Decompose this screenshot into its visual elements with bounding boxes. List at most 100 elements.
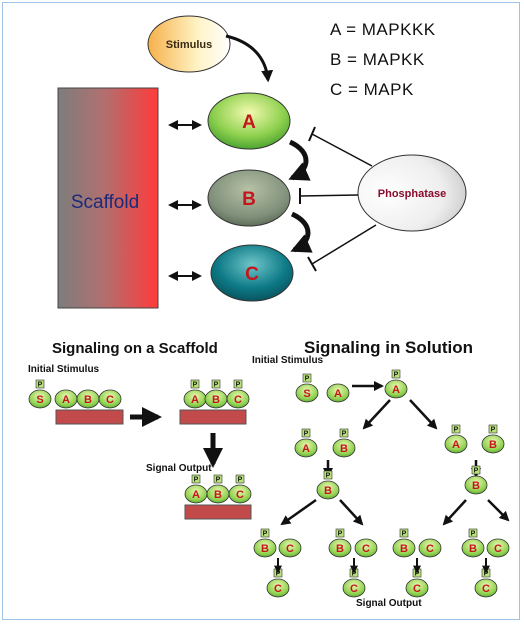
solution-c3-output xyxy=(405,578,429,598)
solution-c2-output xyxy=(342,578,366,598)
solution-a-active xyxy=(384,379,408,399)
kinase-b-label: B xyxy=(242,189,256,210)
scaffold-before-s-label: S xyxy=(36,394,43,406)
solution-c3-output-label: C xyxy=(413,583,421,595)
scaffold-before-c xyxy=(98,389,122,409)
phosphatase-inhibit-a xyxy=(311,133,373,167)
scaffold-output-c-label: C xyxy=(236,489,244,501)
scaffold-output-b-label: B xyxy=(214,489,222,501)
phospho-tag-label: P xyxy=(214,382,219,389)
solution-left-a xyxy=(294,438,318,458)
solution-cascade-arrows xyxy=(280,381,510,526)
solution-b2-label: B xyxy=(336,543,344,555)
solution-c3 xyxy=(418,538,442,558)
phospho-tag xyxy=(213,474,223,484)
scaffold-section-title: Signaling on a Scaffold xyxy=(52,340,218,357)
solution-a-label: A xyxy=(334,388,342,400)
phospho-tag xyxy=(233,379,243,389)
phospho-tag-label: P xyxy=(305,376,310,383)
solution-section-title: Signaling in Solution xyxy=(304,338,474,357)
legend-mapkkk: A = MAPKKK xyxy=(330,20,436,39)
solution-c2 xyxy=(354,538,378,558)
phospho-tag-label: P xyxy=(474,468,479,475)
phospho-tag-label: P xyxy=(484,571,489,578)
phospho-tag xyxy=(191,474,201,484)
kinase-a-label: A xyxy=(242,112,256,133)
scaffold-output-a-label: A xyxy=(192,489,200,501)
scaffold-base-output xyxy=(184,504,252,520)
phospho-tag-label: P xyxy=(216,477,221,484)
kinase-c-label: C xyxy=(245,264,259,285)
kinase-b-node xyxy=(207,169,291,227)
phospho-tag-label: P xyxy=(193,382,198,389)
solution-right-a xyxy=(444,434,468,454)
solution-a xyxy=(326,383,350,403)
phosphatase-inhibit-c xyxy=(311,224,377,265)
phospho-tag xyxy=(468,528,478,538)
phospho-tag xyxy=(190,379,200,389)
solution-c3-label: C xyxy=(426,543,434,555)
phosphatase-node xyxy=(357,154,467,232)
phospho-tag xyxy=(301,428,311,438)
stimulus-arrow xyxy=(225,34,274,83)
phospho-tag-label: P xyxy=(263,531,268,538)
phospho-tag-label: P xyxy=(352,571,357,578)
scaffold-before-a-label: A xyxy=(62,394,70,406)
solution-right-b-label: B xyxy=(489,439,497,451)
phosphatase-label: Phosphatase xyxy=(378,188,446,200)
stimulus-node xyxy=(147,15,231,73)
phospho-tag xyxy=(302,373,312,383)
solution-c1 xyxy=(278,538,302,558)
b-to-c-arrow xyxy=(290,211,313,253)
scaffold-before-s xyxy=(28,389,52,409)
phospho-tag xyxy=(260,528,270,538)
solution-s-label: S xyxy=(303,388,310,400)
solution-b3 xyxy=(392,538,416,558)
phospho-tag xyxy=(399,528,409,538)
solution-c1-label: C xyxy=(286,543,294,555)
phospho-tag-label: P xyxy=(276,571,281,578)
solution-initial-stimulus-label: Initial Stimulus xyxy=(252,355,324,366)
solution-c1-output xyxy=(266,578,290,598)
scaffold-output-c xyxy=(228,484,252,504)
phospho-tag xyxy=(35,379,45,389)
scaffold-base-before xyxy=(55,409,124,425)
scaffold-before-b-label: B xyxy=(84,394,92,406)
phosphatase-inhibit-b xyxy=(299,194,359,197)
scaffold-block xyxy=(57,87,159,309)
kinase-c-node xyxy=(210,244,294,302)
scaffold-base-after xyxy=(179,409,247,425)
phospho-tag-label: P xyxy=(454,427,459,434)
phospho-tag xyxy=(235,474,245,484)
solution-b4 xyxy=(461,538,485,558)
a-to-b-arrow xyxy=(288,139,311,181)
solution-c4 xyxy=(486,538,510,558)
solution-b2 xyxy=(328,538,352,558)
phospho-tag-label: P xyxy=(38,382,43,389)
phospho-tag-label: P xyxy=(342,431,347,438)
solution-right-b-active xyxy=(464,475,488,495)
solution-c4-label: C xyxy=(494,543,502,555)
phospho-tag-label: P xyxy=(394,372,399,379)
solution-c1-output-label: C xyxy=(274,583,282,595)
figure-frame xyxy=(2,2,520,620)
solution-b1 xyxy=(253,538,277,558)
legend-mapkk: B = MAPKK xyxy=(330,50,425,69)
scaffold-label: Scaffold xyxy=(71,192,139,213)
solution-c4-output-label: C xyxy=(482,583,490,595)
phospho-tag xyxy=(335,528,345,538)
phospho-tag-label: P xyxy=(194,477,199,484)
phospho-tag xyxy=(391,369,401,379)
scaffold-after-b-label: B xyxy=(212,394,220,406)
phospho-tag xyxy=(471,465,481,475)
solution-a-active-label: A xyxy=(392,384,400,396)
phospho-tag xyxy=(451,424,461,434)
solution-c2-output-label: C xyxy=(350,583,358,595)
scaffold-signal-output-label: Signal Output xyxy=(146,463,212,474)
phospho-tag xyxy=(488,424,498,434)
phospho-tag xyxy=(339,428,349,438)
solution-left-b-label: B xyxy=(340,443,348,455)
scaffold-after-a-label: A xyxy=(191,394,199,406)
phospho-tag-label: P xyxy=(491,427,496,434)
